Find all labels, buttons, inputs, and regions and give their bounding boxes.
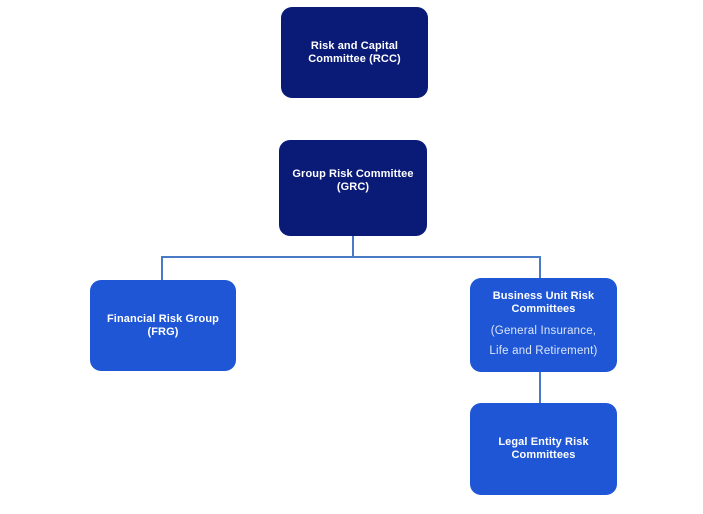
connector-burc-to-lerc bbox=[539, 372, 541, 403]
connector-grc-down-stub bbox=[352, 236, 354, 257]
node-sublabel-line: (General Insurance, bbox=[490, 324, 597, 337]
node-label-line: Committee (RCC) bbox=[308, 52, 401, 65]
node-sublabel-line: Life and Retirement) bbox=[489, 344, 598, 357]
node-label-line: Business Unit Risk bbox=[492, 289, 595, 302]
connector-grc-to-frg bbox=[161, 257, 163, 280]
connector-grc-to-burc bbox=[539, 257, 541, 278]
node-risk-and-capital-committee: Risk and Capital Committee (RCC) bbox=[281, 7, 428, 98]
node-label-line: Group Risk Committee bbox=[292, 168, 414, 180]
node-business-unit-risk-committees: Business Unit Risk Committees (General I… bbox=[470, 278, 617, 372]
node-group-risk-committee: Group Risk Committee (GRC) bbox=[279, 140, 427, 236]
node-label-line: (FRG) bbox=[147, 325, 179, 338]
node-label-line: Financial Risk Group bbox=[106, 312, 220, 325]
node-label-line: (GRC) bbox=[336, 181, 370, 193]
node-label-line: Committees bbox=[511, 302, 576, 315]
node-legal-entity-risk-committees: Legal Entity Risk Committees bbox=[470, 403, 617, 495]
node-financial-risk-group: Financial Risk Group (FRG) bbox=[90, 280, 236, 371]
node-label-line: Committees bbox=[511, 449, 576, 461]
connector-horizontal-branch bbox=[161, 256, 541, 258]
node-label-line: Legal Entity Risk bbox=[498, 436, 589, 448]
node-label-line: Risk and Capital bbox=[310, 39, 399, 52]
node-sublabel: (General Insurance, Life and Retirement) bbox=[489, 321, 597, 361]
